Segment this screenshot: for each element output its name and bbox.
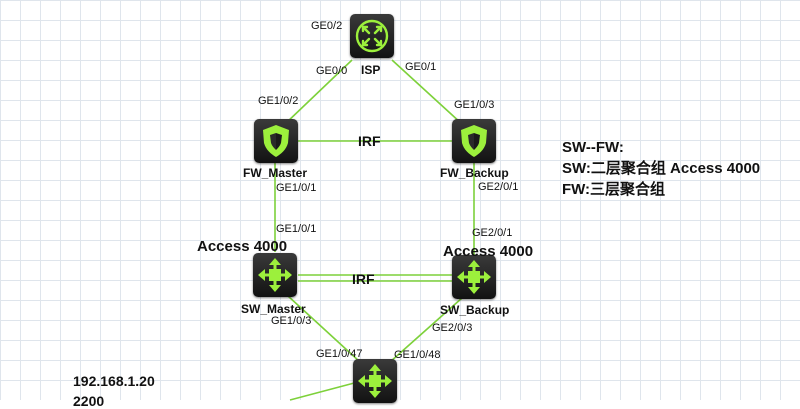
port-swb-ge2-0-1: GE2/0/1 [472,227,513,239]
port-swm-ge1-0-1: GE1/0/1 [276,223,317,235]
port-isp-ge0-1: GE0/1 [405,61,437,73]
bottom-switch[interactable] [353,359,397,403]
port-swm-ge1-0-3: GE1/0/3 [271,315,312,327]
port-bottom-ge1-0-47: GE1/0/47 [316,348,363,360]
access-left-label: Access 4000 [197,238,288,255]
host-ip-sub-label: 2200 [73,393,105,409]
fw-master-label: FW_Master [243,166,308,180]
note-line-3: FW:三层聚合组 [562,181,666,198]
sw-backup-label: SW_Backup [440,303,510,317]
switch-arrows-icon [258,258,292,292]
sw-master-switch[interactable] [253,253,297,297]
irf-sw-label: IRF [352,271,375,287]
switch-arrows-icon [358,364,392,398]
link-bottom-host [289,381,359,401]
sw-master-label: SW_Master [241,302,306,316]
link-sw-backup-bottom [389,297,463,363]
fw-backup-firewall[interactable] [452,119,496,163]
port-fwm-ge1-0-1: GE1/0/1 [276,182,317,194]
firewall-shield-icon [263,125,289,157]
port-isp-ge0-2: GE0/2 [311,20,343,32]
sw-backup-switch[interactable] [452,255,496,299]
port-fwb-ge2-0-1: GE2/0/1 [478,181,519,193]
note-line-2: SW:二层聚合组 Access 4000 [562,160,761,177]
port-bottom-ge1-0-48: GE1/0/48 [394,349,441,361]
port-isp-ge0-0: GE0/0 [316,65,348,77]
router-icon [355,19,389,53]
isp-label: ISP [361,63,381,77]
isp-router[interactable] [350,14,394,58]
note-line-1: SW--FW: [562,139,624,156]
firewall-shield-icon [461,125,487,157]
access-right-label: Access 4000 [443,243,534,260]
link-isp-fw-backup [391,59,463,125]
host-ip-label: 192.168.1.20 [73,373,155,389]
switch-arrows-icon [457,260,491,294]
port-fwb-ge1-0-3: GE1/0/3 [454,99,495,111]
link-sw-master-bottom [287,295,361,363]
link-layer [274,59,475,401]
fw-backup-label: FW_Backup [440,166,509,180]
port-fwm-ge1-0-2: GE1/0/2 [258,95,299,107]
fw-master-firewall[interactable] [254,119,298,163]
irf-fw-label: IRF [358,133,381,149]
port-swb-ge2-0-3: GE2/0/3 [432,322,473,334]
link-isp-fw-master [284,59,353,125]
